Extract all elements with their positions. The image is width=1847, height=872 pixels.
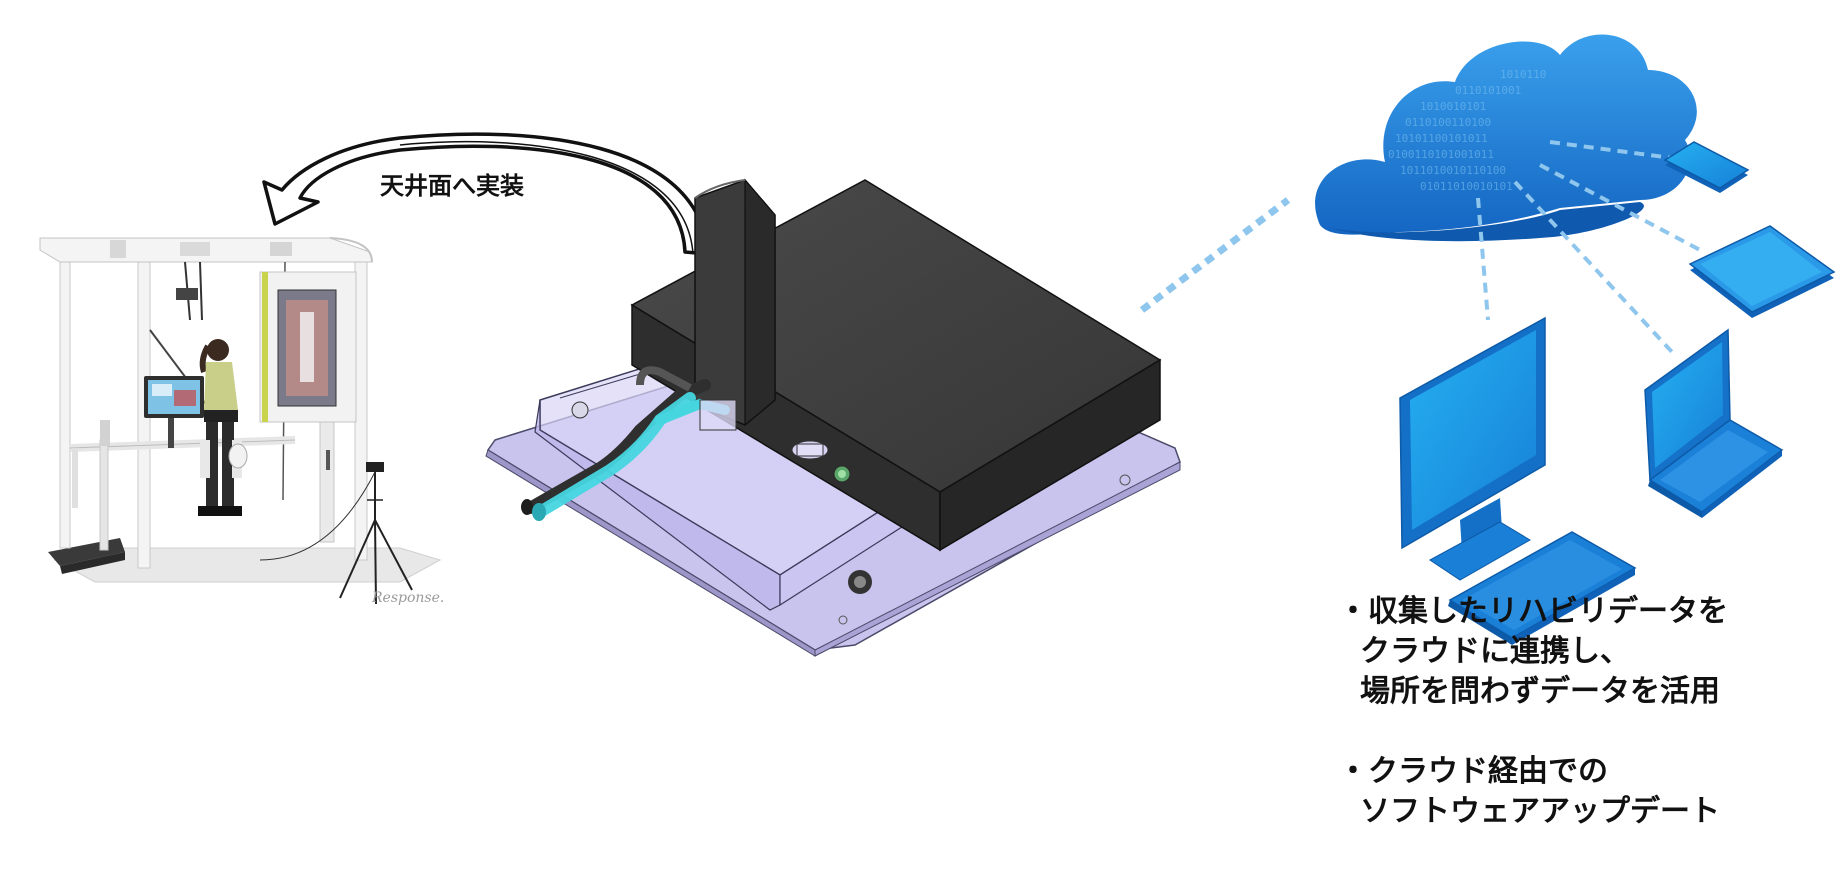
bullet-line: ・収集したリハビリデータを — [1338, 594, 1728, 629]
phone-icon — [1663, 141, 1750, 193]
bullet-line: ソフトウェアアップデート — [1360, 794, 1720, 829]
desktop-computer-icon — [1399, 316, 1637, 645]
svg-text:1010010101: 1010010101 — [1420, 100, 1486, 113]
watermark-text: Response. — [371, 590, 444, 606]
svg-text:01011010010101: 01011010010101 — [1420, 180, 1513, 193]
bullet-line: 場所を問わずデータを活用 — [1360, 674, 1720, 709]
svg-text:10101100101011: 10101100101011 — [1395, 132, 1488, 145]
bullet-line: クラウドに連携し、 — [1360, 634, 1630, 669]
arrow-label: 天井面へ実装 — [380, 172, 524, 200]
system-diagram: Response. 天井面へ実装 — [39, 34, 1836, 657]
device-links — [1476, 140, 1701, 354]
hardware-module-3d — [485, 178, 1181, 657]
svg-text:1011010010110100: 1011010010110100 — [1400, 164, 1506, 177]
svg-text:0100110101001011: 0100110101001011 — [1388, 148, 1494, 161]
cloud-binary-icon: 1010010101 0110100110100 10101100101011 … — [1315, 34, 1697, 242]
tablet-icon — [1688, 225, 1836, 318]
bullet-line: ・クラウド経由での — [1338, 754, 1608, 789]
laptop-icon — [1644, 328, 1784, 518]
bullet-cloud-data: ・収集したリハビリデータを クラウドに連携し、 場所を問わずデータを活用 — [1338, 592, 1838, 712]
bullet-software-update: ・クラウド経由での ソフトウェアアップデート — [1338, 752, 1838, 832]
svg-text:0110100110100: 0110100110100 — [1405, 116, 1491, 129]
feature-bullets: ・収集したリハビリデータを クラウドに連携し、 場所を問わずデータを活用 ・クラ… — [1338, 592, 1838, 872]
curved-arrow-icon — [262, 132, 710, 256]
svg-text:1010110: 1010110 — [1500, 68, 1546, 81]
wireless-link — [1139, 197, 1291, 313]
rehab-gait-trainer-photo: Response. — [39, 237, 444, 606]
svg-text:0110101001: 0110101001 — [1455, 84, 1521, 97]
